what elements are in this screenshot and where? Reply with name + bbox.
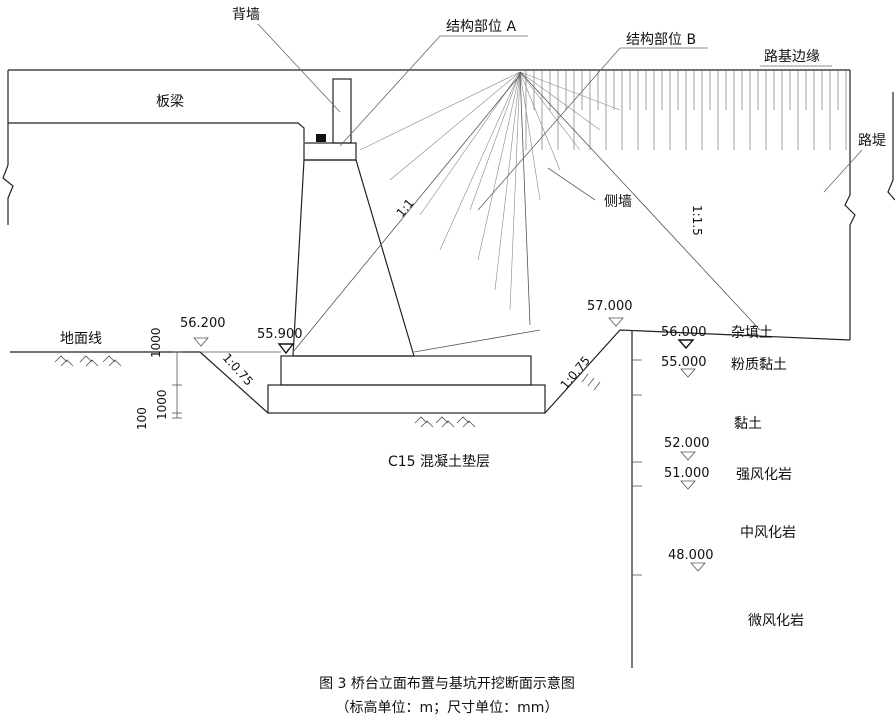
side-wall-label: 侧墙 xyxy=(604,194,632,210)
subgrade-edge-label: 路基边缘 xyxy=(764,48,820,65)
leader-back-wall xyxy=(257,23,341,113)
leader-side-wall xyxy=(547,167,596,201)
ground-line-right xyxy=(413,329,541,353)
elev-marker-55-000 xyxy=(680,368,696,378)
fan-line xyxy=(359,71,521,151)
layer-fill: 杂填土 xyxy=(731,325,773,341)
fan-line xyxy=(477,71,521,261)
fan-line xyxy=(509,71,521,311)
fan-line xyxy=(519,71,541,201)
slab-beam-label: 板梁 xyxy=(156,94,184,110)
dim-1000-upper: 1000 xyxy=(149,327,163,358)
elev-51-000: 51.000 xyxy=(664,466,710,481)
elev-marker-48-000 xyxy=(690,562,706,572)
left-break-mark xyxy=(2,164,14,225)
layer-strong-weathered: 强风化岩 xyxy=(736,467,792,483)
elev-56-000: 56.000 xyxy=(661,325,707,340)
struct-a-label: 结构部位 A xyxy=(446,19,516,35)
fan-line xyxy=(494,71,521,291)
abutment-cap xyxy=(303,142,357,161)
layer-slight-weathered: 微风化岩 xyxy=(748,613,804,629)
slab-beam-outline xyxy=(8,122,305,142)
fan-line xyxy=(519,71,621,111)
fan-line xyxy=(519,71,561,171)
fan-line xyxy=(439,71,521,251)
elev-55-900: 55.900 xyxy=(257,327,303,342)
embankment-edge xyxy=(844,70,856,340)
fill-fan-lines xyxy=(359,71,621,311)
elev-marker-56-000 xyxy=(677,339,695,350)
right-excavation-slope xyxy=(544,329,851,414)
back-wall xyxy=(332,78,352,144)
side-wall-inner-line xyxy=(519,71,531,326)
cushion-label: C15 混凝土垫层 xyxy=(388,454,490,470)
embankment-label: 路堤 xyxy=(858,133,886,149)
elev-marker-55-900 xyxy=(277,343,295,355)
elev-marker-57-000 xyxy=(608,317,624,327)
layer-clay: 黏土 xyxy=(734,416,762,432)
elev-marker-51-000 xyxy=(680,480,696,490)
layer-medium-weathered: 中风化岩 xyxy=(740,525,796,541)
right-cut-slope-label: 1:0.75 xyxy=(558,354,593,392)
left-cut-slope-label: 1:0.75 xyxy=(220,351,256,389)
ground-line-label: 地面线 xyxy=(60,331,102,347)
fan-line xyxy=(519,71,581,151)
elev-48-000: 48.000 xyxy=(668,548,714,563)
elev-marker-56-200 xyxy=(193,337,209,347)
slope-1-1-5-label: 1:1.5 xyxy=(690,205,704,236)
dim-100: 100 xyxy=(135,407,149,430)
figure-units: （标高单位：m；尺寸单位：mm） xyxy=(336,699,559,716)
dim-1000-lower: 1000 xyxy=(155,389,169,420)
figure-caption: 图 3 桥台立面布置与基坑开挖断面示意图 xyxy=(319,675,575,692)
elev-marker-52-000 xyxy=(680,451,696,461)
bearing-pad xyxy=(316,134,326,142)
layer-silty-clay: 粉质黏土 xyxy=(731,357,787,373)
slope-1-1-5-line xyxy=(519,71,761,331)
struct-b-label: 结构部位 B xyxy=(626,32,696,48)
abutment-body xyxy=(292,159,415,357)
fan-line xyxy=(389,71,521,181)
elev-57-000: 57.000 xyxy=(587,299,633,314)
fan-line xyxy=(519,71,601,131)
ground-hatch xyxy=(54,355,601,428)
footing xyxy=(280,355,532,386)
subgrade-edge-hatch xyxy=(525,71,847,150)
back-wall-label: 背墙 xyxy=(232,7,260,23)
elev-56-200: 56.200 xyxy=(180,316,226,331)
leader-embankment xyxy=(823,149,863,193)
slope-1-1-line xyxy=(292,74,521,353)
elev-55-000: 55.000 xyxy=(661,355,707,370)
leader-struct-a xyxy=(339,35,528,147)
cushion-layer xyxy=(267,384,546,414)
slope-1-1-label: 1:1 xyxy=(394,196,417,220)
elev-52-000: 52.000 xyxy=(664,436,710,451)
right-break-mark xyxy=(887,92,895,201)
fan-line xyxy=(469,71,521,211)
leader-struct-b xyxy=(477,47,708,211)
left-excavation-slope xyxy=(199,351,269,414)
